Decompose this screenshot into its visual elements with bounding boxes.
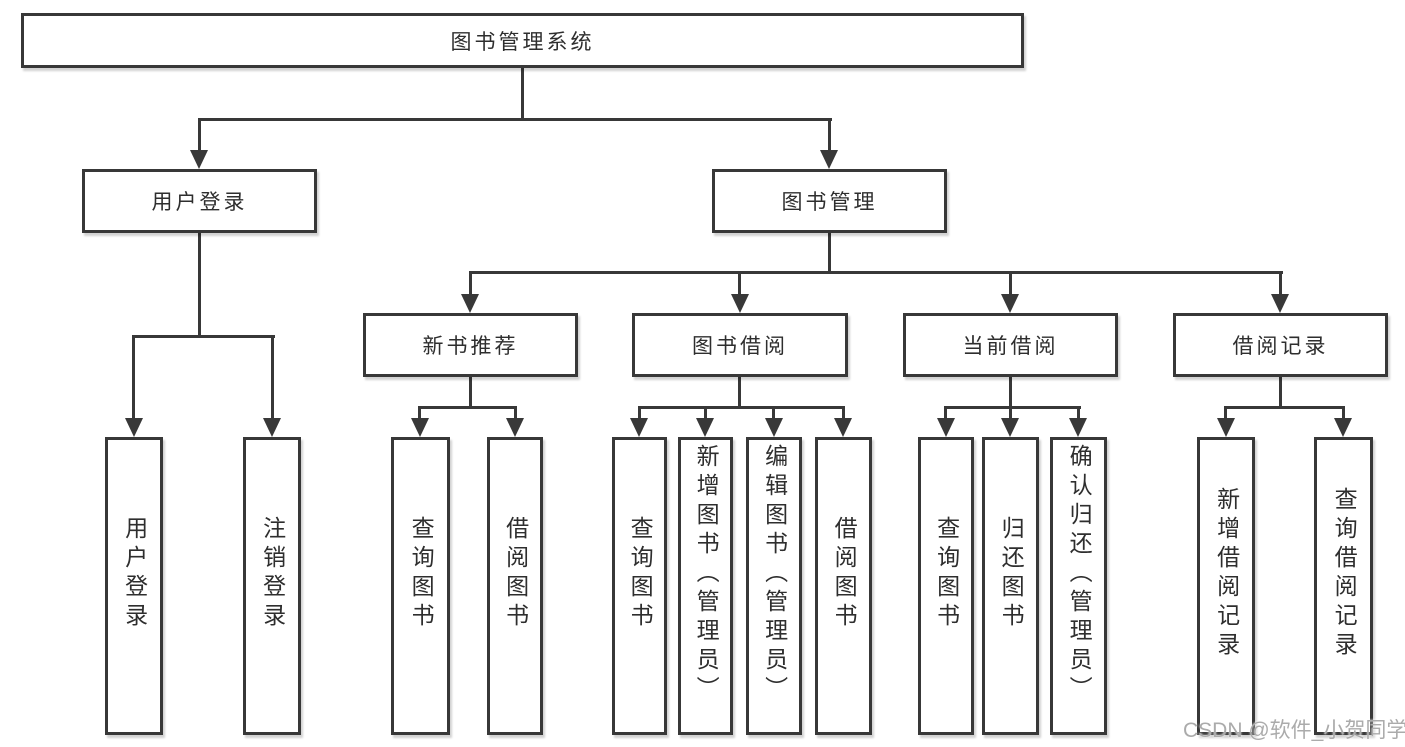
leaf-label: 借阅图书: [502, 516, 529, 632]
leaf-add-borrow-record: 新增借阅记录: [1197, 437, 1255, 735]
connector-drop-new-book: [469, 271, 472, 297]
connector-user-login-rail: [132, 335, 275, 338]
leaf-logout: 注销登录: [243, 437, 301, 735]
arrowhead-book-management: [820, 150, 838, 169]
leaf-borrow-books-borrowing: 借阅图书: [815, 437, 872, 735]
leaf-label: 注销登录: [259, 516, 286, 632]
node-library-management-system: 图书管理系统: [21, 13, 1024, 68]
connector-drop-user-login: [198, 118, 201, 154]
arrowhead-leaf: [834, 418, 852, 437]
arrowhead-leaf: [1334, 418, 1352, 437]
connector-drop: [704, 406, 707, 421]
connector-book-borrowing-trunk: [738, 375, 741, 409]
leaf-add-books-admin: 新增图书（管理员）: [678, 437, 733, 735]
leaf-label: 查询图书: [933, 516, 960, 632]
connector-level2-rail: [198, 118, 832, 121]
connector-drop: [1077, 406, 1080, 421]
leaf-edit-books-admin: 编辑图书（管理员）: [746, 437, 802, 735]
leaf-query-books-borrowing: 查询图书: [612, 437, 667, 735]
arrowhead-leaf: [630, 418, 648, 437]
leaf-query-borrow-record: 查询借阅记录: [1314, 437, 1373, 735]
connector-drop: [842, 406, 845, 421]
leaf-label: 新增图书（管理员）: [693, 443, 720, 705]
node-book-borrowing: 图书借阅: [632, 313, 848, 377]
leaf-label: 查询借阅记录: [1331, 487, 1358, 661]
arrowhead-leaf: [506, 418, 524, 437]
leaf-borrow-books-recommend: 借阅图书: [487, 437, 543, 735]
node-label: 图书管理系统: [450, 30, 595, 54]
leaf-user-login: 用户登录: [105, 437, 163, 735]
connector-drop-leaf-logout: [271, 335, 274, 420]
node-label: 新书推荐: [422, 335, 519, 358]
connector-current-borrowing-trunk: [1009, 375, 1012, 409]
arrowhead-leaf: [765, 418, 783, 437]
node-label: 用户登录: [151, 191, 248, 214]
arrowhead-leaf-user-login: [125, 418, 143, 437]
connector-borrowing-records-trunk: [1279, 375, 1282, 409]
leaf-label: 借阅图书: [831, 516, 858, 632]
node-label: 图书管理: [781, 191, 878, 214]
arrowhead-leaf: [696, 418, 714, 437]
connector-level3-rail: [469, 271, 1283, 274]
connector-drop-book-borrowing: [738, 271, 741, 297]
connector-drop: [772, 406, 775, 421]
connector-drop: [1224, 406, 1227, 421]
arrowhead-current-borrowing: [1001, 294, 1019, 313]
connector-current-borrowing-rail: [944, 406, 1081, 409]
connector-borrowing-records-rail: [1224, 406, 1345, 409]
leaf-confirm-return-admin: 确认归还（管理员）: [1050, 437, 1107, 735]
arrowhead-leaf: [1069, 418, 1087, 437]
leaf-return-books: 归还图书: [982, 437, 1039, 735]
node-label: 图书借阅: [692, 335, 788, 358]
arrowhead-leaf: [937, 418, 955, 437]
connector-book-borrowing-rail: [638, 406, 845, 409]
connector-drop: [1009, 406, 1012, 421]
leaf-label: 用户登录: [121, 516, 148, 632]
node-borrowing-records: 借阅记录: [1173, 313, 1388, 377]
arrowhead-user-login: [190, 150, 208, 169]
node-label: 借阅记录: [1232, 335, 1329, 358]
connector-user-login-trunk: [198, 231, 201, 338]
connector-drop-book-management: [828, 118, 831, 154]
leaf-label: 归还图书: [998, 516, 1025, 632]
leaf-query-books-current: 查询图书: [918, 437, 974, 735]
arrowhead-leaf: [411, 418, 429, 437]
arrowhead-leaf: [1001, 418, 1019, 437]
leaf-query-books-recommend: 查询图书: [391, 437, 450, 735]
connector-drop: [1342, 406, 1345, 421]
arrowhead-book-borrowing: [731, 294, 749, 313]
leaf-label: 确认归还（管理员）: [1066, 443, 1093, 705]
node-book-management: 图书管理: [712, 169, 947, 233]
leaf-label: 编辑图书（管理员）: [761, 443, 788, 705]
node-new-book-recommendation: 新书推荐: [363, 313, 578, 377]
arrowhead-borrowing-records: [1271, 294, 1289, 313]
leaf-label: 查询图书: [408, 516, 435, 632]
connector-drop: [638, 406, 641, 421]
arrowhead-new-book: [461, 294, 479, 313]
arrowhead-leaf: [1217, 418, 1235, 437]
connector-book-management-trunk: [828, 231, 831, 274]
connector-new-book-trunk: [469, 375, 472, 409]
connector-new-book-rail: [418, 406, 517, 409]
node-user-login: 用户登录: [82, 169, 317, 233]
csdn-watermark: CSDN @软件_小贺同学: [1183, 719, 1405, 742]
connector-drop: [944, 406, 947, 421]
leaf-label: 查询图书: [627, 516, 654, 632]
connector-drop-current-borrowing: [1009, 271, 1012, 297]
connector-root-trunk: [521, 66, 524, 121]
connector-drop-borrowing-records: [1279, 271, 1282, 297]
leaf-label: 新增借阅记录: [1213, 487, 1240, 661]
node-current-borrowing: 当前借阅: [903, 313, 1118, 377]
connector-drop-leaf-user-login: [132, 335, 135, 420]
arrowhead-leaf-logout: [263, 418, 281, 437]
node-label: 当前借阅: [962, 335, 1059, 358]
connector-drop: [514, 406, 517, 421]
connector-drop: [418, 406, 421, 421]
